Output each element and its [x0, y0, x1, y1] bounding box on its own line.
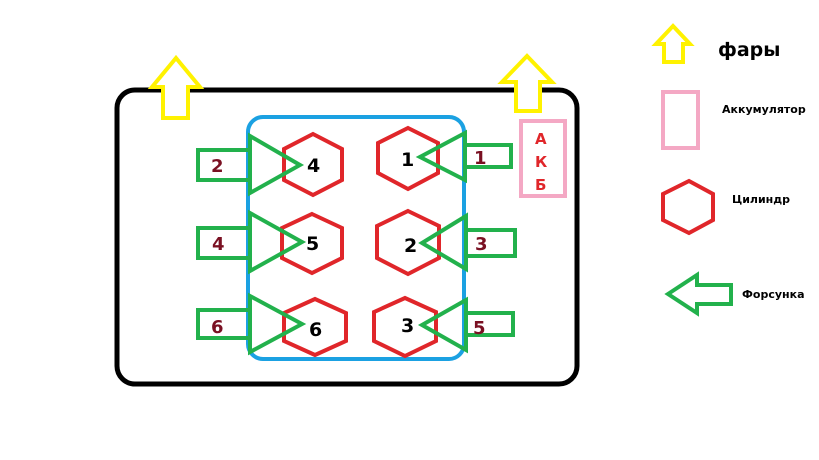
cylinder-number: 5 [306, 233, 319, 255]
injector-right-mid [418, 212, 517, 273]
cylinder-4 [282, 131, 344, 198]
cylinder-2 [375, 208, 441, 277]
cylinder-number: 3 [401, 315, 414, 337]
legend-battery-icon [661, 90, 700, 150]
legend-headlight-icon [651, 23, 695, 64]
legend-injector-label: Форсунка [742, 288, 805, 301]
cylinder-number: 1 [401, 149, 414, 171]
injector-left-bot [196, 292, 307, 356]
legend-injector-icon [664, 271, 733, 317]
cylinder-number: 4 [307, 155, 320, 177]
cylinder-number: 6 [309, 319, 322, 341]
cylinder-number: 2 [404, 235, 417, 257]
injector-left-mid [196, 209, 307, 275]
headlight-arrow-left [147, 54, 205, 120]
injector-number: 5 [473, 318, 486, 339]
injector-right-bot [417, 296, 515, 354]
injector-number: 1 [474, 148, 487, 169]
legend-cylinder-label: Цилиндр [732, 193, 790, 206]
battery-letter: А [535, 130, 547, 148]
cylinder-1 [376, 125, 440, 192]
car-body-outline [114, 87, 580, 387]
headlight-arrow-right [497, 53, 557, 113]
legend-battery-label: Аккумулятор [722, 103, 806, 116]
cylinder-5 [280, 211, 344, 276]
injector-number: 6 [211, 317, 224, 338]
legend-cylinder-icon [661, 178, 715, 236]
injector-number: 2 [211, 156, 224, 177]
injector-left-top [196, 132, 305, 197]
injector-number: 4 [212, 234, 225, 255]
battery-letter: К [535, 153, 548, 171]
injector-right-top [415, 129, 513, 184]
injector-number: 3 [475, 234, 488, 255]
cylinder-3 [372, 295, 438, 359]
battery-box [519, 119, 567, 198]
legend-headlights-label: фары [718, 39, 780, 61]
battery-letter: Б [535, 176, 546, 194]
